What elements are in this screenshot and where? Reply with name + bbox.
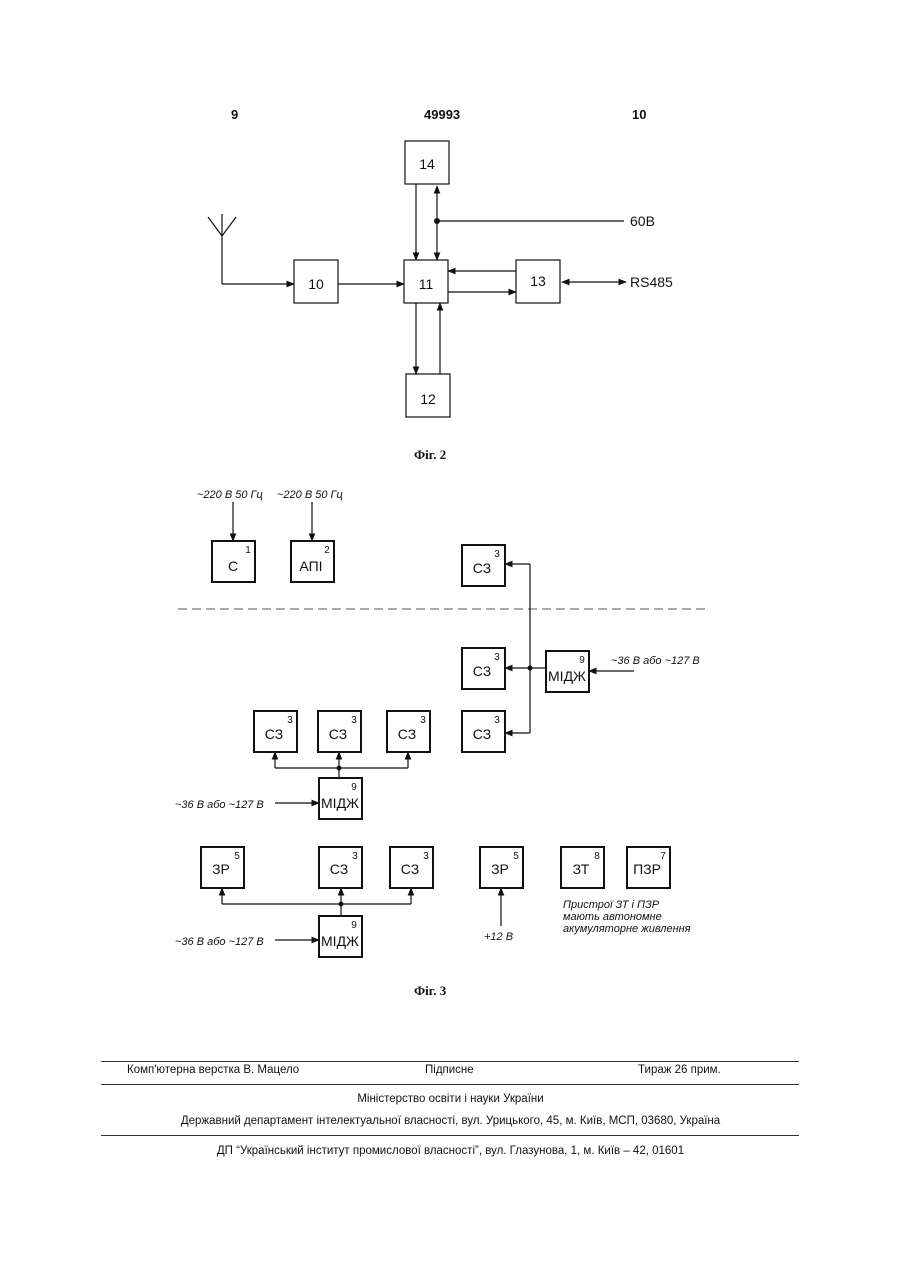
fig3-note-line-2: мають автономне xyxy=(563,911,662,923)
fig3-midzh-num: 9 xyxy=(351,920,357,931)
fig3-c-label: С xyxy=(228,558,238,574)
fig3-input-36-127-bottom: ~36 В або ~127 В xyxy=(175,936,264,948)
fig3-sz-num: 3 xyxy=(352,851,358,862)
fig3-zr-label: ЗР xyxy=(491,861,509,877)
fig2-label-13: 13 xyxy=(530,273,546,289)
fig3-sz-num: 3 xyxy=(494,549,500,560)
footer-ministry: Міністерство освіти і науки України xyxy=(0,1093,901,1105)
fig3-sz-label: СЗ xyxy=(330,861,348,877)
fig3-midzh-num: 9 xyxy=(351,782,357,793)
fig3-sz-num: 3 xyxy=(423,851,429,862)
fig3-zr-num: 5 xyxy=(234,851,240,862)
footer-signed: Підписне xyxy=(425,1064,474,1076)
fig3-input-36-127-right: ~36 В або ~127 В xyxy=(611,655,700,667)
footer-layout-credit: Комп'ютерна верстка В. Мацело xyxy=(127,1064,299,1076)
footer-institute: ДП “Український інститут промислової вла… xyxy=(0,1145,901,1157)
fig3-sz-num: 3 xyxy=(351,715,357,726)
fig3-pzr-num: 7 xyxy=(660,851,666,862)
fig3-pzr-label: ПЗР xyxy=(633,861,661,877)
fig3-sz-label: СЗ xyxy=(329,726,347,742)
fig3-c-num: 1 xyxy=(245,545,251,556)
fig3-midzh-num: 9 xyxy=(579,655,585,666)
footer-department: Державний департамент інтелектуальної вл… xyxy=(0,1115,901,1127)
fig3-sz-label: СЗ xyxy=(401,861,419,877)
fig3-zt-num: 8 xyxy=(594,851,600,862)
antenna-icon xyxy=(208,214,236,284)
fig2-diagram xyxy=(208,141,626,417)
fig3-sz-num: 3 xyxy=(494,715,500,726)
fig3-note-line-3: акумуляторне живлення xyxy=(563,923,691,935)
fig3-midzh-label: МІДЖ xyxy=(321,933,359,949)
fig2-caption: Фіг. 2 xyxy=(414,447,446,463)
fig3-zr-label: ЗР xyxy=(212,861,230,877)
fig3-sz-num: 3 xyxy=(420,715,426,726)
fig3-input-36-127-mid: ~36 В або ~127 В xyxy=(175,799,264,811)
fig3-sz-label: СЗ xyxy=(265,726,283,742)
fig3-caption: Фіг. 3 xyxy=(414,983,446,999)
fig3-input-220-api: ~220 В 50 Гц xyxy=(277,489,343,501)
fig2-voltage-label: 60В xyxy=(630,213,655,229)
fig3-sz-label: СЗ xyxy=(473,560,491,576)
fig3-api-label: АПІ xyxy=(299,558,322,574)
fig2-rs485-label: RS485 xyxy=(630,274,673,290)
fig3-sz-num: 3 xyxy=(494,652,500,663)
fig3-midzh-label: МІДЖ xyxy=(321,795,359,811)
fig3-zr-num: 5 xyxy=(513,851,519,862)
fig3-diagram xyxy=(178,502,710,957)
fig2-label-14: 14 xyxy=(419,156,435,172)
fig2-label-11: 11 xyxy=(419,276,434,292)
fig3-api-num: 2 xyxy=(324,545,330,556)
fig2-label-10: 10 xyxy=(308,276,324,292)
fig3-sz-label: СЗ xyxy=(473,726,491,742)
fig3-note-line-1: Пристрої ЗТ і ПЗР xyxy=(563,899,660,911)
fig3-zt-label: ЗТ xyxy=(573,861,590,877)
fig2-label-12: 12 xyxy=(420,391,436,407)
fig3-sz-num: 3 xyxy=(287,715,293,726)
footer-circulation: Тираж 26 прим. xyxy=(638,1064,721,1076)
fig3-input-220-c: ~220 В 50 Гц xyxy=(197,489,263,501)
fig3-midzh-label: МІДЖ xyxy=(548,668,586,684)
fig3-sz-label: СЗ xyxy=(473,663,491,679)
fig3-input-12v: +12 В xyxy=(484,931,513,943)
footer-rule-mid xyxy=(101,1084,799,1085)
fig3-sz-label: СЗ xyxy=(398,726,416,742)
footer-rule-top xyxy=(101,1061,799,1062)
footer-rule-bottom xyxy=(101,1135,799,1136)
